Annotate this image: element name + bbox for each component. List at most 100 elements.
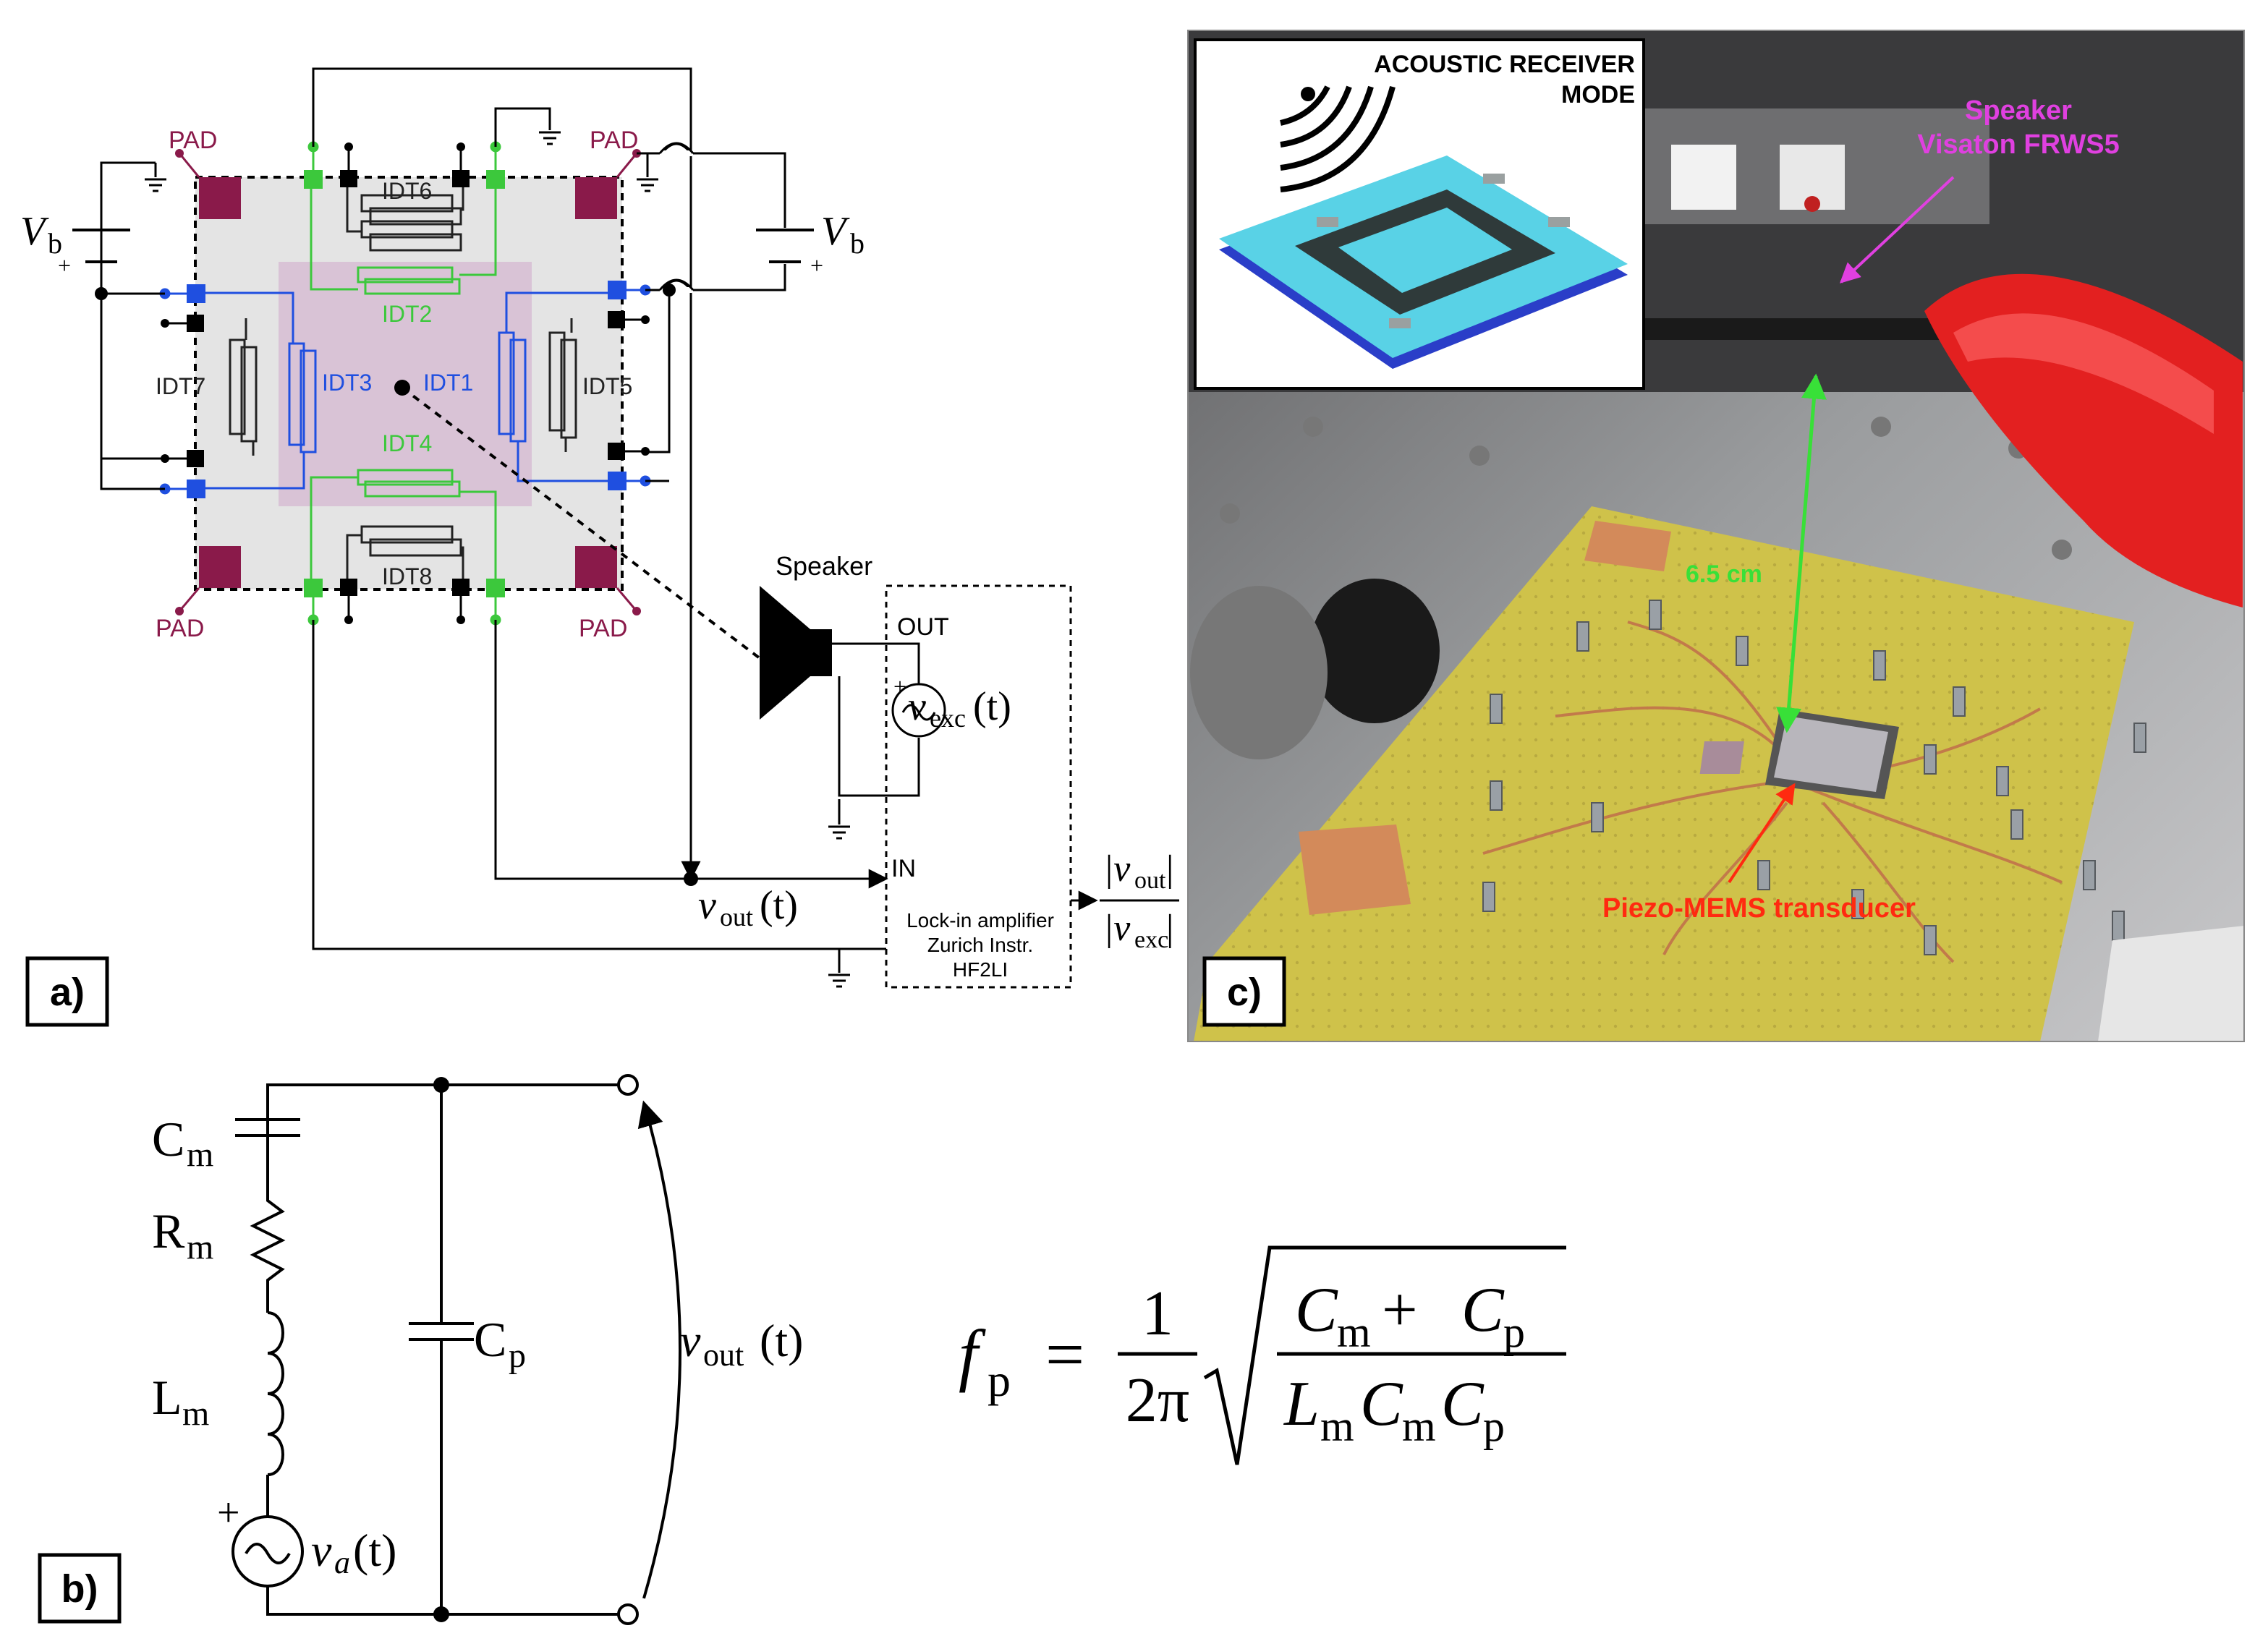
ratio-den-end: | [1166, 908, 1173, 949]
pad-label-top-right: PAD [590, 127, 638, 154]
vout-a-v: v [698, 883, 716, 928]
formula-den-sub3: p [1483, 1402, 1505, 1450]
formula-den-l: L [1283, 1369, 1320, 1439]
panel-a-label: a) [50, 971, 85, 1014]
panel-a-schematic: PAD PAD PAD PAD IDT6 IDT2 IDT4 IDT8 [20, 67, 1179, 1027]
idt6-label: IDT6 [382, 178, 432, 204]
idt2-label: IDT2 [382, 301, 432, 327]
idt1-label: IDT1 [423, 370, 473, 396]
speaker-annotation-line2: Visaton FRWS5 [1917, 129, 2119, 160]
panel-c-label-box [1202, 956, 1286, 1027]
green-terminals [304, 170, 505, 597]
vb-right-sub: b [850, 227, 865, 260]
idt7-transducer [229, 318, 258, 456]
idt1-transducer [498, 291, 621, 482]
formula-f: f [959, 1316, 986, 1393]
lockin-out-label: OUT [897, 613, 949, 641]
rm-sub: m [187, 1228, 213, 1266]
cp-sub: p [509, 1337, 526, 1375]
panel-c-label: c) [1227, 971, 1262, 1014]
black-terminals [187, 170, 625, 596]
formula-den-c2: C [1441, 1369, 1485, 1439]
formula-two-pi: 2π [1126, 1365, 1189, 1436]
pad-label-top-left: PAD [169, 127, 217, 154]
distance-arrow [1776, 373, 1827, 733]
formula-den-sub2: m [1402, 1402, 1436, 1450]
lm-sub: m [182, 1394, 209, 1433]
blue-terminals [187, 281, 627, 498]
distance-label: 6.5 cm [1686, 561, 1762, 588]
pad-bottom-right [575, 546, 617, 588]
ratio-num-sub: out [1134, 867, 1166, 894]
ground-symbols [145, 131, 850, 988]
cm-sub: m [187, 1135, 213, 1174]
idt4-transducer [310, 469, 497, 587]
vb-right-v: V [821, 209, 850, 254]
pad-top-right [575, 177, 617, 219]
output-terminal-bottom [617, 1603, 639, 1625]
pad-label-bottom-right: PAD [579, 615, 627, 642]
idt8-transducer [346, 525, 464, 587]
lockin-line2: Zurich Instr. [927, 934, 1033, 956]
idt5-label: IDT5 [582, 373, 632, 399]
vout-a-t: (t) [760, 883, 798, 928]
va-v: v [311, 1525, 332, 1576]
vb-battery-right [756, 229, 814, 263]
idt4-label: IDT4 [382, 430, 432, 456]
formula-eq: = [1045, 1316, 1084, 1393]
output-terminal-top [617, 1074, 639, 1096]
va-sub: a [334, 1545, 350, 1580]
formula-num-c1: C [1295, 1275, 1338, 1345]
formula-num-c2: C [1461, 1275, 1505, 1345]
ratio-den-sub: exc [1134, 926, 1168, 953]
resonance-formula: f p = 1 2π C m + C p L m C m C p [959, 1245, 1566, 1465]
rm-label: R [152, 1203, 185, 1258]
idt5-transducer [548, 318, 577, 452]
vb-left-v: V [20, 209, 49, 254]
idt3-transducer [197, 291, 317, 490]
panel-b-equivalent-circuit: C m R m L m C p + v a (t) v out (t) b) [38, 1074, 803, 1625]
lockin-line1: Lock-in amplifier [906, 909, 1054, 932]
vout-b-v: v [680, 1315, 701, 1366]
sqrt-sign [1203, 1245, 1566, 1465]
va-plus: + [217, 1491, 240, 1535]
formula-one: 1 [1142, 1279, 1173, 1349]
pad-label-bottom-left: PAD [156, 615, 204, 642]
cp-label: C [474, 1312, 506, 1367]
speaker-label: Speaker [776, 551, 872, 581]
idt3-label: IDT3 [322, 370, 372, 396]
formula-num-plus: + [1382, 1275, 1418, 1345]
cm-label: C [152, 1112, 184, 1167]
vb-left-sub: b [48, 227, 62, 260]
vout-b-sub: out [703, 1337, 744, 1373]
vout-b-t: (t) [760, 1315, 803, 1366]
vexc-t: (t) [973, 684, 1011, 729]
lm-label: L [152, 1370, 182, 1425]
lockin-line3: HF2LI [953, 958, 1008, 981]
ratio-num-v: |v [1103, 848, 1131, 890]
ratio-num-end: | [1166, 848, 1173, 890]
formula-den-sub1: m [1320, 1402, 1354, 1450]
vexc-plus: + [893, 673, 906, 699]
panel-a-label-box [25, 956, 109, 1027]
va-t: (t) [353, 1525, 396, 1576]
formula-num-sub2: p [1503, 1308, 1525, 1356]
lockin-box [885, 584, 1072, 989]
inset-title-line2: MODE [1561, 81, 1635, 108]
idt2-transducer [310, 181, 497, 295]
ratio-den-v: |v [1103, 908, 1131, 949]
pad-bottom-left [199, 546, 241, 588]
formula-num-sub1: m [1337, 1308, 1371, 1356]
sound-waves-icon [1280, 85, 1396, 192]
formula-den-c1: C [1360, 1369, 1403, 1439]
idt7-label: IDT7 [156, 373, 205, 399]
transducer-label: Piezo-MEMS transducer [1602, 893, 1916, 924]
speaker-icon [760, 586, 832, 720]
vb-left-plus: + [58, 252, 71, 278]
vexc-source [891, 683, 946, 738]
vb-right-plus: + [810, 252, 823, 278]
inset-title-line1: ACOUSTIC RECEIVER [1374, 51, 1635, 78]
vexc-sub: exc [930, 704, 966, 733]
panel-c-photo: ACOUSTIC RECEIVER MODE Speaker Visaton F… [1187, 30, 2245, 1042]
